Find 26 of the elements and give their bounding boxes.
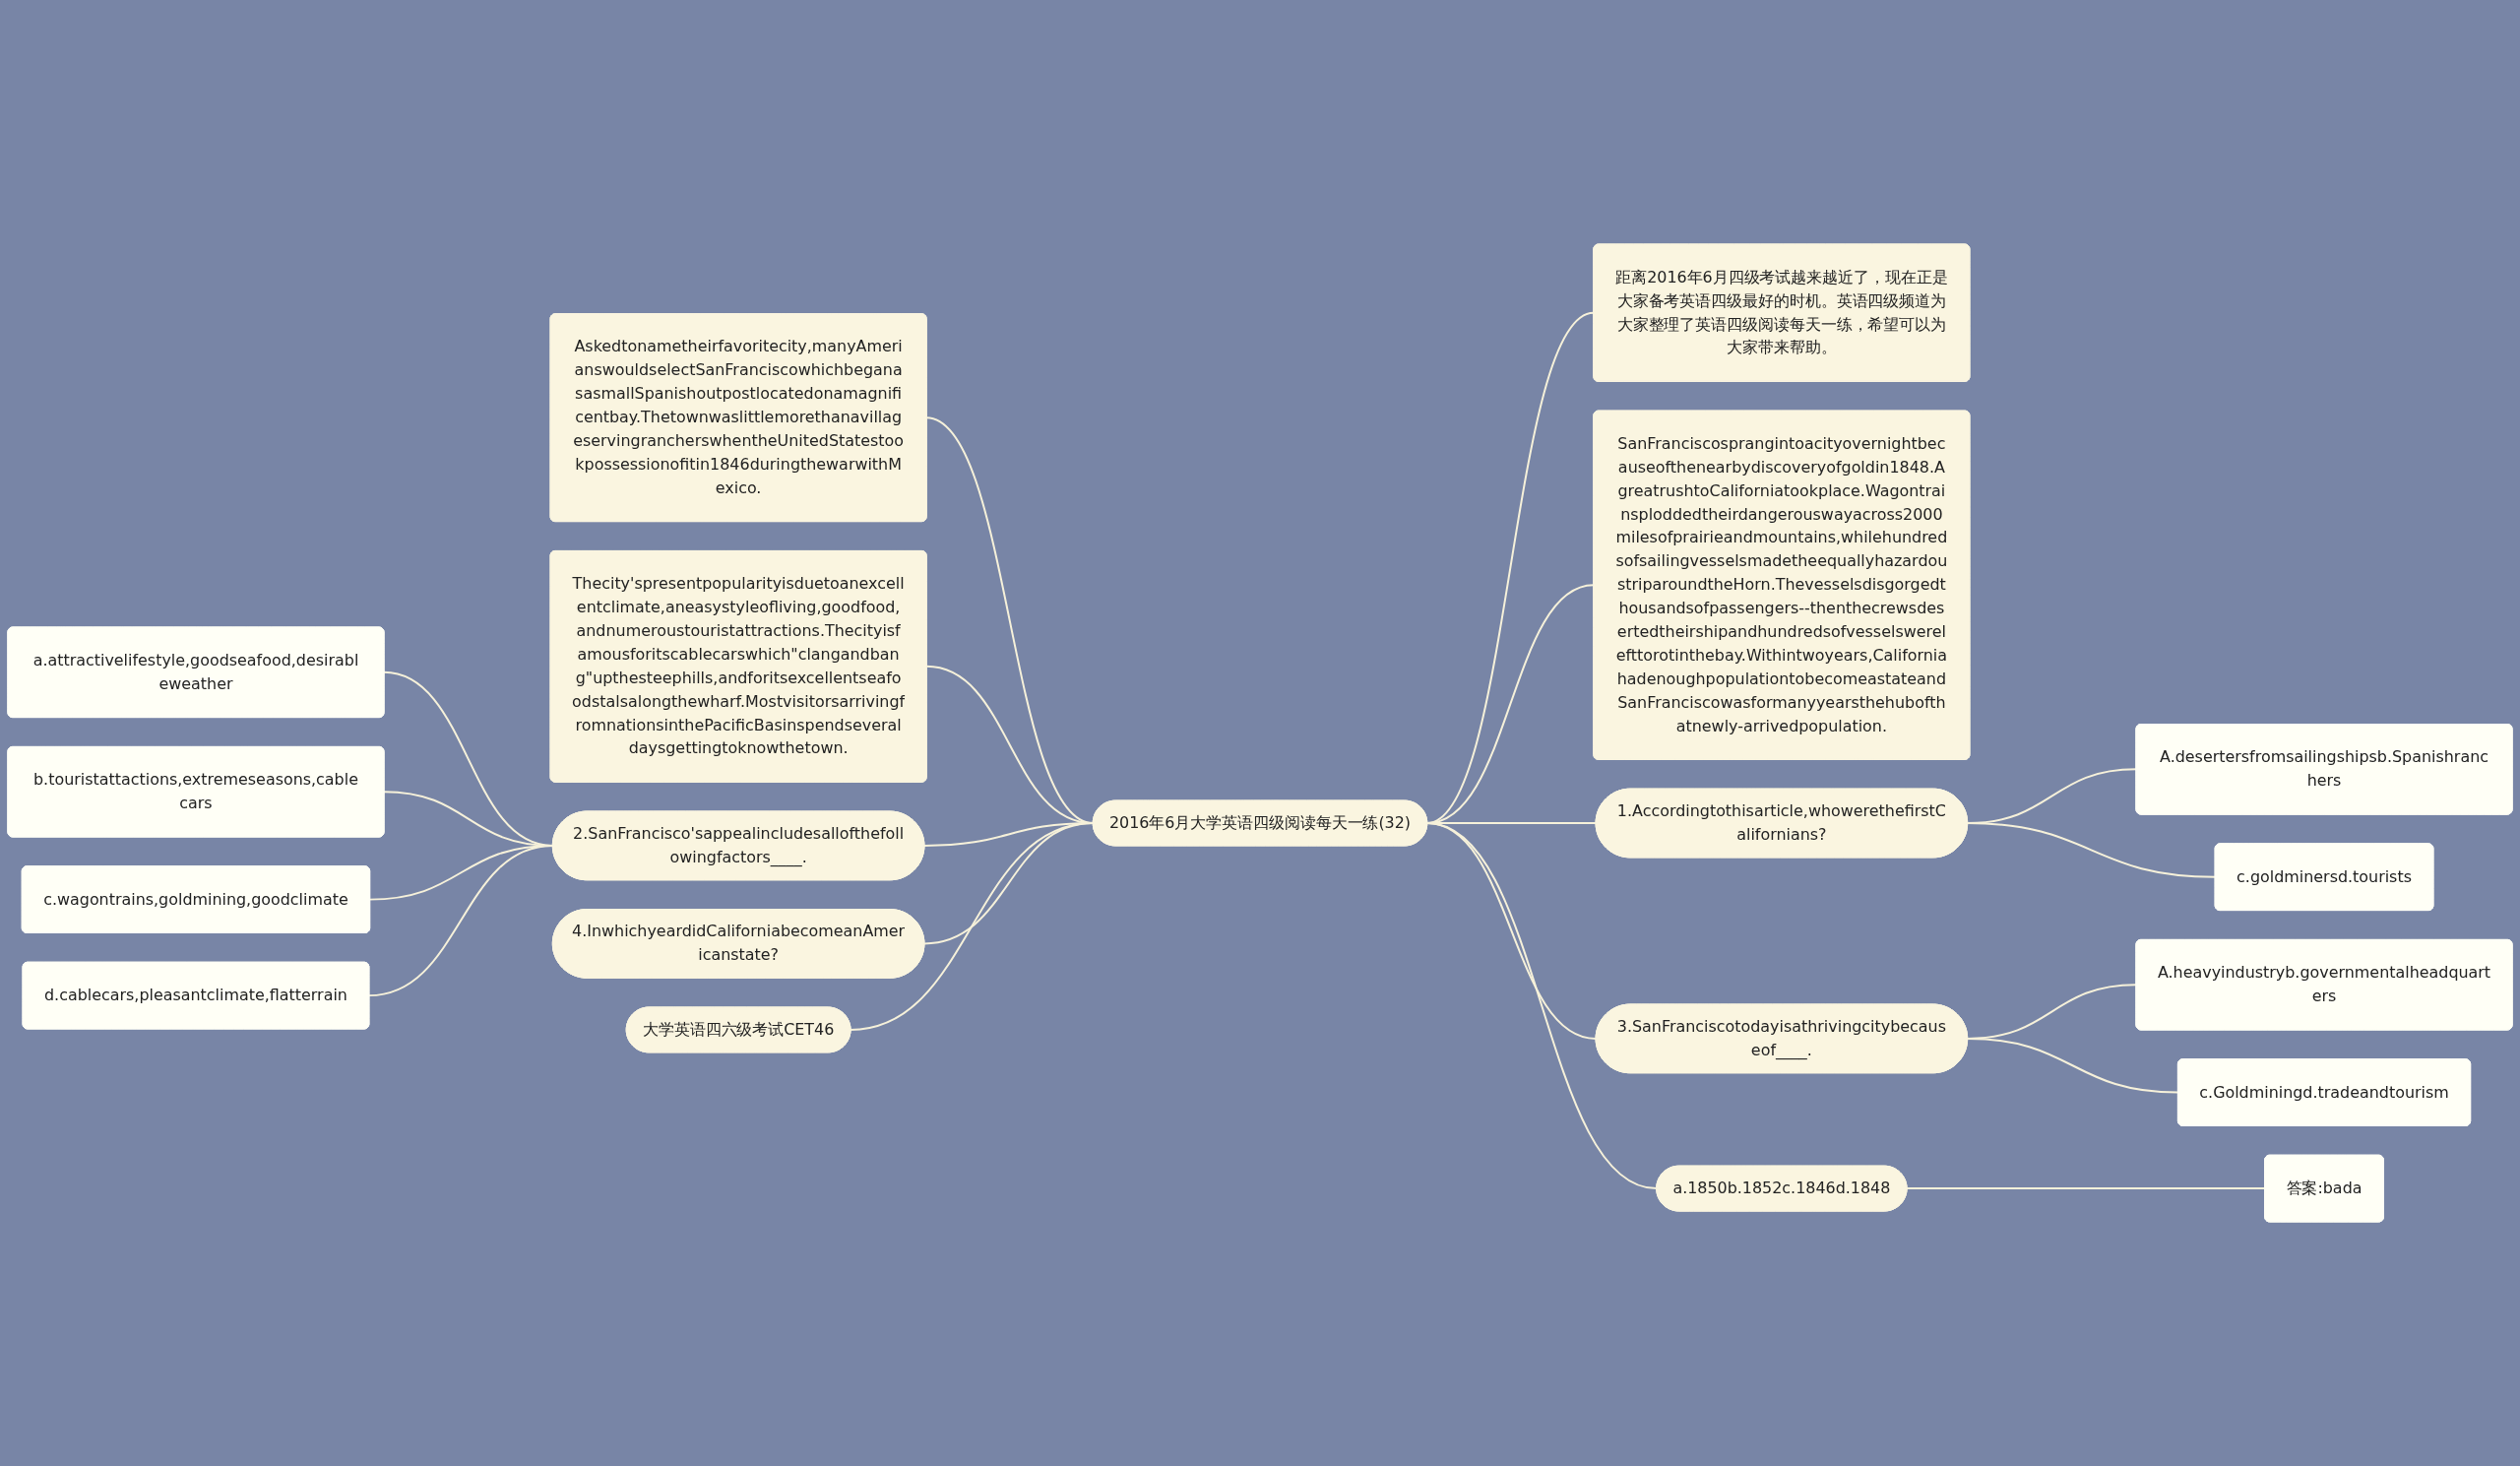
connector-line xyxy=(850,822,1095,1031)
topic-bubble: c.goldminersd.tourists xyxy=(2214,843,2434,912)
topic-bubble: 大学英语四六级考试CET46 xyxy=(625,1006,851,1053)
topic-bubble: b.touristattactions,extremeseasons,cablecars xyxy=(7,745,385,838)
topic-bubble: c.wagontrains,goldmining,goodclimate xyxy=(21,865,371,933)
topic-bubble: 4.InwhichyeardidCaliforniabecomeanAmericanstate? xyxy=(551,909,925,979)
topic-bubble: Thecity'spresentpopularityisduetoanexcellentclimate,aneasystyleofliving,goodfood,andnumeroustouristattractions.Thecityisfamousforitscablecarswhich"clangandbang"upthesteephills,andforitsexcellentseafoodstalsalongthewharf.MostvisitorsarrivingfromnationsinthePacificBasinspendseveraldaysgettingtoknowthetown. xyxy=(549,549,927,783)
connector-line xyxy=(1906,1187,2266,1190)
connector-line xyxy=(1966,1037,2179,1094)
topic-bubble: 答案:bada xyxy=(2264,1154,2384,1223)
topic-bubble: A.heavyindustryb.governmentalheadquarters xyxy=(2135,938,2513,1031)
topic-bubble: A.desertersfromsailingshipsb.Spanishranchers xyxy=(2135,724,2513,815)
connector-line xyxy=(1966,822,2217,878)
connector-line xyxy=(367,844,554,997)
topic-bubble: d.cablecars,pleasantclimate,flatterrain xyxy=(22,961,370,1030)
connector-line xyxy=(1425,822,1658,1190)
topic-bubble: SanFranciscosprangintoacityovernightbecauseofthenearbydiscoveryofgoldin1848.AgreatrushtoCaliforniatookplace.Wagontrainsploddedtheirdangerouswayacross2000milesofprairieandmountains,whilehundredsofsailingvesselsmadetheequallyhazardoustriparoundtheHorn.Thevesselsdisgorgedthousandsofpassengers--thenthecrewsdesertedtheirshipandhundredsofvesselswerelefttorotinthebay.Withintwoyears,CaliforniahadenoughpopulationtobecomeastateandSanFranciscowasformanyyearsthehubofthatnewly-arrivedpopulation. xyxy=(1593,410,1971,760)
topic-bubble: 距离2016年6月四级考试越来越近了，现在正是大家备考英语四级最好的时机。英语四级频道为大家整理了英语四级阅读每天一练，希望可以为大家带来帮助。 xyxy=(1593,243,1971,382)
topic-bubble: c.Goldminingd.tradeandtourism xyxy=(2176,1058,2472,1126)
topic-bubble: Askedtonametheirfavoritecity,manyAmerianswouldselectSanFranciscowhichbeganasasmallSpanishoutpostlocatedonamagnificentbay.ThetownwaslittlemorethanavillageservingrancherswhentheUnitedStatestookpossessionofitin1846duringthewarwithMexico. xyxy=(549,313,927,523)
topic-bubble: a.1850b.1852c.1846d.1848 xyxy=(1656,1165,1908,1212)
topic-bubble: 2.SanFrancisco'sappealincludesallofthefollowingfactors____. xyxy=(551,810,925,881)
topic-bubble: a.attractivelifestyle,goodseafood,desirableweather xyxy=(7,626,385,719)
topic-bubble: 3.SanFranciscotodayisathrivingcitybecauseof____. xyxy=(1595,1003,1969,1074)
topic-bubble: 2016年6月大学英语四级阅读每天一练(32) xyxy=(1092,799,1428,847)
topic-bubble: 1.Accordingtothisarticle,whowerethefirstCalifornians? xyxy=(1595,788,1969,859)
